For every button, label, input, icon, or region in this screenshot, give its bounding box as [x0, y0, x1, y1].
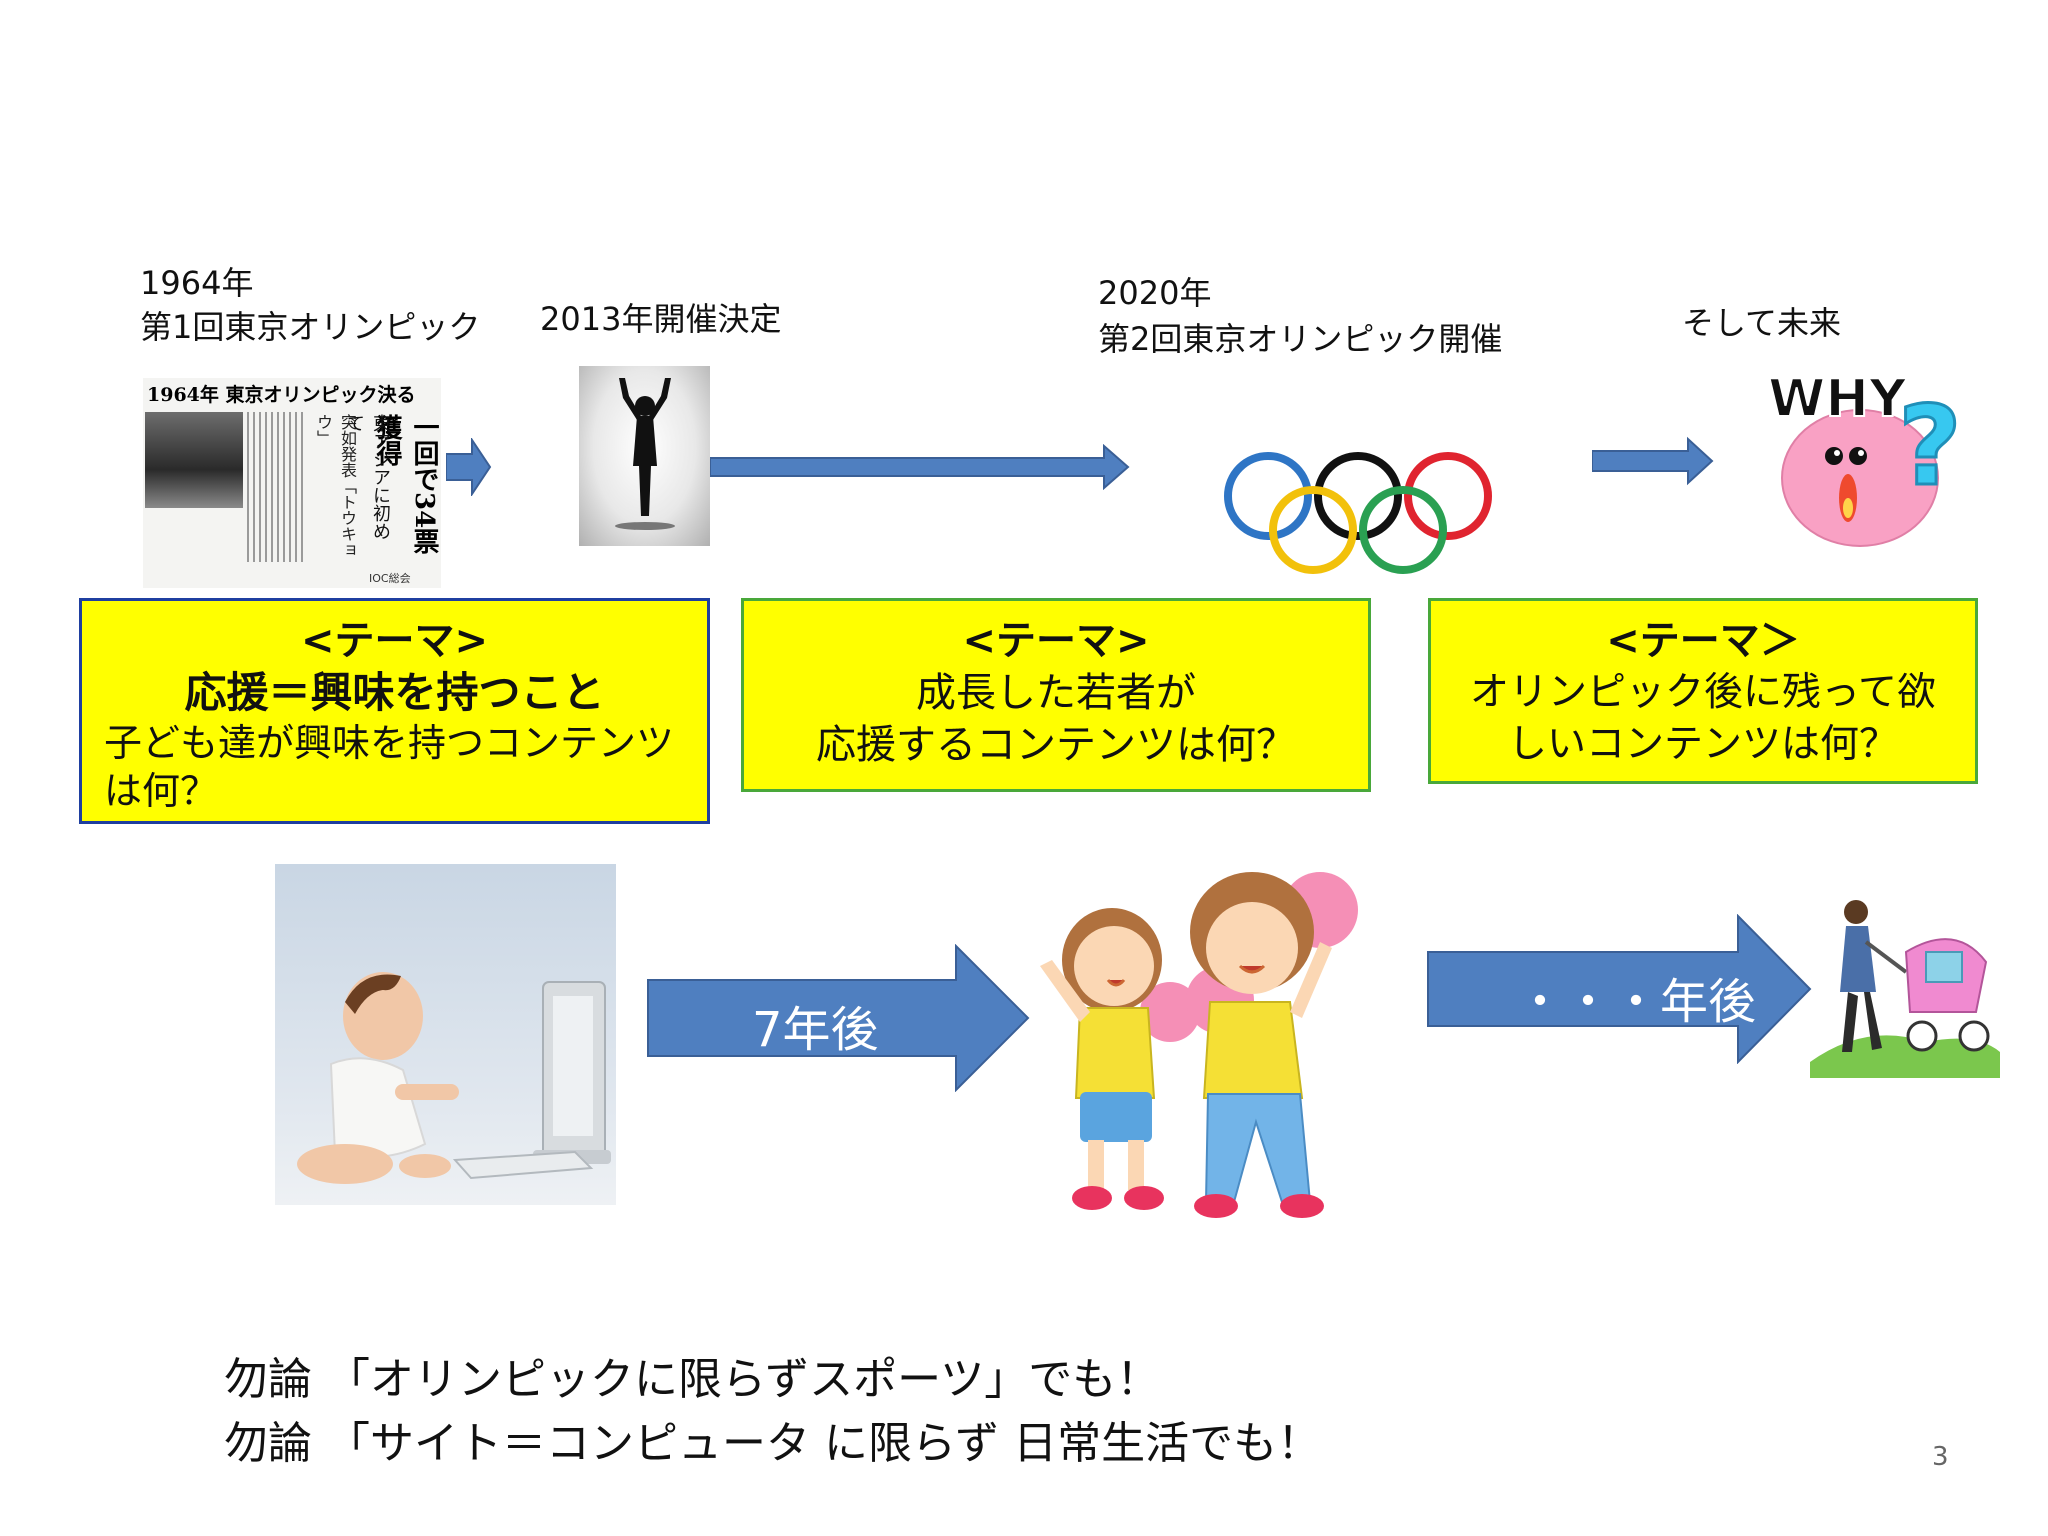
year-1964: 1964年	[140, 262, 253, 304]
baby-computer-illustration	[275, 864, 616, 1205]
baby-computer-photo	[275, 864, 616, 1205]
theme-text: は何？	[82, 767, 707, 815]
theme-text: 応援するコンテンツは何？	[744, 719, 1368, 771]
newspaper-headline: 1964年 東京オリンピック決る	[147, 380, 416, 407]
theme-title: <テーマ>	[82, 615, 707, 667]
theme-box-1: <テーマ> 応援＝興味を持つこと 子ども達が興味を持つコンテンツ は何？	[79, 598, 710, 824]
title-2020: 第2回東京オリンピック開催	[1098, 318, 1502, 360]
why-text: WHY	[1768, 369, 1908, 429]
newspaper-vertical-sub: 東アジアに初めて	[341, 414, 393, 554]
title-1964: 第1回東京オリンピック	[140, 306, 480, 348]
theme-text: 成長した若者が	[744, 667, 1368, 719]
theme-text: 子ども達が興味を持つコンテンツ	[82, 719, 707, 767]
arrow-label-years-later: ・・・年後	[1516, 962, 1756, 1032]
celebrating-silhouette-image	[579, 366, 710, 546]
theme-box-2: <テーマ> 成長した若者が 応援するコンテンツは何？	[741, 598, 1371, 792]
theme-title: <テーマ＞	[1431, 615, 1975, 667]
newspaper-image: 1964年 東京オリンピック決る 突如発表「トウキョウ」 一回で34票獲得 東ア…	[143, 378, 441, 588]
theme-text: オリンピック後に残って欲	[1431, 667, 1975, 719]
arrow-right-icon-future	[1592, 436, 1714, 486]
theme-text: しいコンテンツは何？	[1431, 719, 1975, 771]
year-2020: 2020年	[1098, 272, 1211, 314]
theme-box-3: <テーマ＞ オリンピック後に残って欲 しいコンテンツは何？	[1428, 598, 1978, 784]
question-mark-icon: ?	[1898, 382, 1962, 510]
title-future: そして未来	[1682, 302, 1841, 344]
arrow-right-icon	[446, 438, 492, 496]
footer-line-2: 勿論 「サイト＝コンピュータ に限らず 日常生活でも！	[224, 1412, 1321, 1476]
theme-headline: 応援＝興味を持つこと	[82, 667, 707, 719]
why-face-icon: WHY ?	[1762, 362, 1982, 552]
long-arrow-right-icon	[710, 444, 1130, 490]
title-2013: 2013年開催決定	[540, 298, 781, 340]
newspaper-footer: IOC総会	[369, 570, 411, 586]
mother-stroller-clipart	[1806, 892, 2004, 1082]
footer-line-1: 勿論 「オリンピックに限らずスポーツ」でも！	[224, 1348, 1160, 1412]
arrow-label-7-years: 7年後	[752, 990, 879, 1060]
silhouette-figure	[579, 366, 710, 546]
page-number: 3	[1932, 1442, 1949, 1472]
cheering-kids-illustration	[1020, 862, 1366, 1222]
newspaper-photo	[145, 412, 243, 508]
newspaper-text-block	[247, 412, 307, 562]
theme-title: <テーマ>	[744, 615, 1368, 667]
olympic-rings-icon	[1220, 446, 1496, 576]
